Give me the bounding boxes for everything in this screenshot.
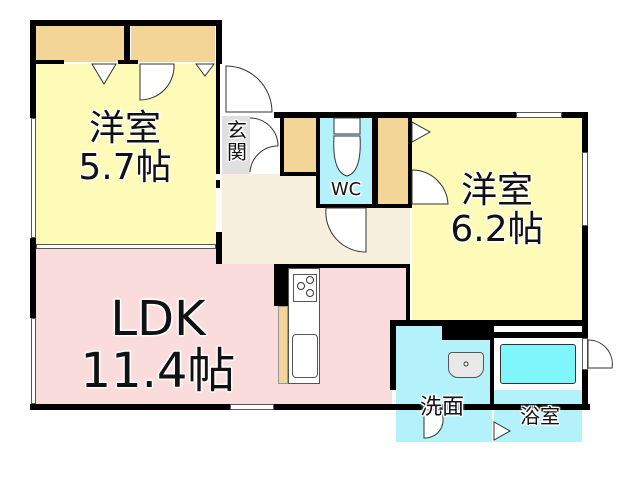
storage-hall-left [284, 118, 316, 174]
wall [582, 226, 588, 338]
entrance-step [250, 116, 280, 174]
wall [494, 332, 588, 338]
room-label-bathroom: 浴室 [520, 404, 560, 428]
window [516, 112, 562, 118]
entrance [222, 116, 250, 174]
wall [274, 112, 588, 118]
western-room-2 [412, 116, 582, 324]
wall [118, 60, 138, 64]
wall [216, 64, 220, 116]
entrance-door-icon [225, 65, 273, 113]
wall [216, 232, 222, 264]
window [582, 152, 588, 226]
room-area: 5.7帖 [78, 146, 172, 188]
window [230, 404, 274, 410]
room-name: LDK [110, 291, 206, 347]
room-area: 11.4帖 [80, 342, 236, 399]
window [36, 244, 216, 249]
room-label-western-2: 洋室 6.2帖 [432, 170, 562, 250]
room-area: 6.2帖 [450, 208, 544, 250]
drain-icon [463, 361, 469, 367]
closet-left [36, 26, 124, 62]
stove-burner-icon [297, 276, 314, 297]
wall [216, 180, 220, 188]
room-label-ldk: LDK 11.4帖 [68, 291, 248, 399]
bath-door-icon [493, 421, 512, 441]
kitchen-sink-icon [292, 334, 318, 378]
room-name-line2: 関 [227, 139, 247, 164]
room-label-washroom: 洗面 [419, 395, 464, 420]
exterior-door-icon [587, 339, 613, 369]
wall [30, 404, 230, 410]
wall [582, 370, 588, 410]
door-swing-icon [411, 169, 449, 205]
wall [274, 264, 410, 268]
toilet-icon [333, 117, 361, 177]
room-name: 洋室 [460, 170, 533, 211]
wall [316, 204, 412, 208]
room-name-line1: 玄 [227, 118, 247, 142]
entrance-step-icon [249, 117, 279, 173]
bathtub [500, 344, 576, 384]
closet-door-icon [411, 121, 432, 143]
closet-right [131, 26, 215, 62]
wall [490, 320, 494, 410]
closet-door-icon [91, 63, 215, 85]
room-label-wc: WC [330, 179, 362, 200]
wall [280, 172, 316, 176]
room-label-entrance: 玄 関 [224, 118, 250, 164]
wall [274, 264, 288, 306]
wall [30, 238, 36, 318]
wall [408, 116, 412, 208]
wall [280, 116, 284, 176]
wall [582, 112, 588, 152]
exterior-door-icon [423, 409, 444, 439]
wall [406, 264, 410, 324]
room-label-western-1: 洋室 5.7帖 [60, 108, 190, 188]
window [31, 118, 36, 238]
wall [440, 404, 590, 410]
wall [36, 60, 64, 64]
room-name: 洋室 [88, 108, 161, 149]
kitchen-counter-storage [278, 306, 288, 384]
wall [372, 116, 378, 208]
wall [124, 20, 130, 64]
storage-hall-right [378, 118, 408, 206]
wall [390, 320, 396, 390]
wall [316, 116, 320, 208]
wall [216, 20, 222, 64]
window [31, 318, 36, 404]
wall [216, 114, 220, 174]
wall [274, 404, 424, 410]
wall [442, 320, 494, 340]
washroom [396, 326, 492, 442]
wc-door-icon [325, 207, 367, 253]
wall [30, 20, 36, 118]
western-room-1 [36, 64, 216, 248]
door-swing-icon [139, 63, 175, 101]
